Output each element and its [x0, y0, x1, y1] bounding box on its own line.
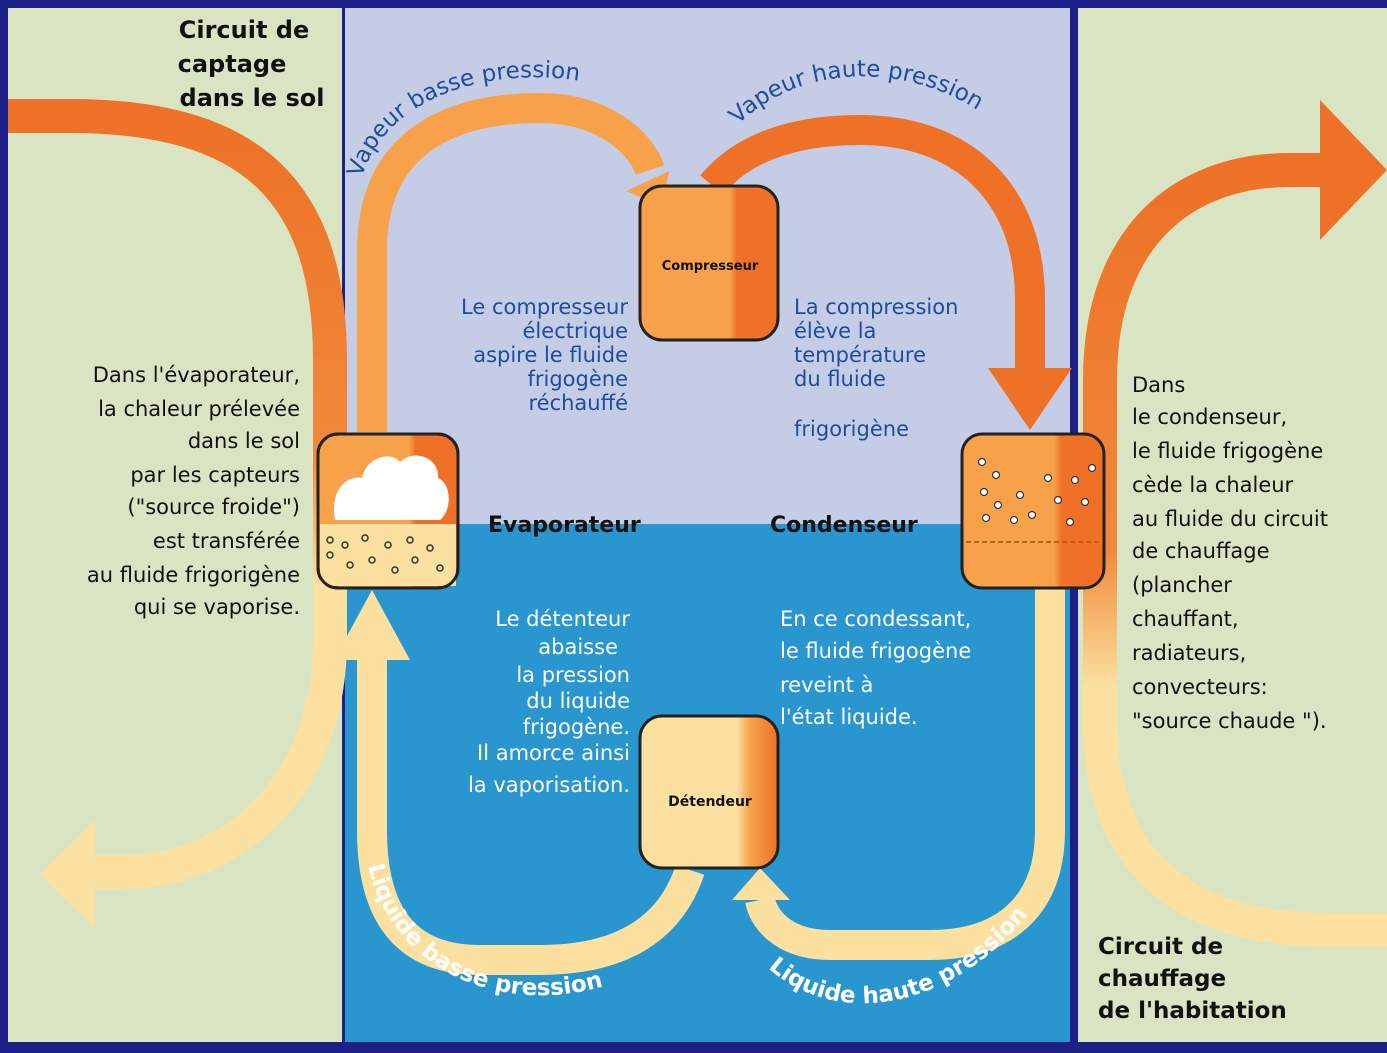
- svg-text:élève la: élève la: [794, 319, 876, 343]
- compressor-unit: Compresseur: [638, 184, 780, 342]
- svg-text:dans le sol: dans le sol: [188, 429, 300, 453]
- svg-text:le fluide frigogène: le fluide frigogène: [780, 639, 971, 663]
- svg-text:La compression: La compression: [794, 295, 958, 319]
- svg-text:électrique: électrique: [523, 319, 628, 343]
- svg-text:frigogène.: frigogène.: [523, 715, 630, 739]
- evaporator-unit: [316, 432, 460, 590]
- svg-text:le fluide frigogène: le fluide frigogène: [1132, 439, 1323, 463]
- svg-text:réchauffé: réchauffé: [528, 391, 628, 415]
- svg-text:la chaleur prélevée: la chaleur prélevée: [98, 397, 300, 421]
- svg-text:aspire le fluide: aspire le fluide: [473, 343, 628, 367]
- svg-text:convecteurs:: convecteurs:: [1132, 675, 1268, 699]
- condenser-note: En ce condessant, le fluide frigogène re…: [780, 607, 971, 729]
- svg-text:reveint à: reveint à: [780, 673, 873, 697]
- svg-text:abaisse: abaisse: [538, 635, 618, 659]
- evaporator-bubbles: [326, 534, 444, 574]
- svg-text:frigogène: frigogène: [527, 367, 628, 391]
- high-pressure-vapor-pipe: [700, 114, 1072, 430]
- ground-circuit-outlet-arrow: [40, 820, 95, 928]
- svg-text:au fluide du circuit: au fluide du circuit: [1132, 507, 1328, 531]
- evaporator-label: Evaporateur: [488, 513, 641, 538]
- evaporator-explanation: Dans l'évaporateur, la chaleur prélevée …: [87, 363, 300, 619]
- svg-text:qui se vaporise.: qui se vaporise.: [134, 595, 300, 619]
- condenser-unit: [960, 432, 1106, 590]
- svg-text:(plancher: (plancher: [1132, 573, 1232, 597]
- svg-text:cède la chaleur: cède la chaleur: [1132, 473, 1294, 497]
- condenser-explanation: Dans le condenseur, le fluide frigogène …: [1132, 373, 1328, 733]
- svg-text:par les capteurs: par les capteurs: [130, 463, 300, 487]
- svg-text:l'état liquide.: l'état liquide.: [780, 705, 918, 729]
- ground-circuit-title: Circuit de captage dans le sol: [178, 16, 325, 112]
- svg-text:Circuit de: Circuit de: [179, 16, 310, 44]
- svg-text:la vaporisation.: la vaporisation.: [468, 773, 630, 797]
- svg-text:radiateurs,: radiateurs,: [1132, 641, 1246, 665]
- compressor-note-right: La compression élève la température du f…: [794, 295, 958, 441]
- heating-circuit-pipe: [1083, 100, 1387, 947]
- ground-circuit-pipe: [8, 99, 347, 928]
- svg-text:("source froide"): ("source froide"): [127, 495, 300, 519]
- svg-text:"source chaude ").: "source chaude ").: [1132, 709, 1327, 733]
- svg-text:frigorigène: frigorigène: [794, 417, 909, 441]
- svg-text:En ce condessant,: En ce condessant,: [780, 607, 971, 631]
- heating-circuit-outlet-arrow: [1320, 100, 1387, 240]
- svg-text:Le compresseur: Le compresseur: [461, 295, 628, 319]
- svg-text:chauffant,: chauffant,: [1132, 607, 1239, 631]
- svg-text:température: température: [794, 343, 926, 367]
- condenser-droplets: [977, 457, 1097, 527]
- svg-text:Dans: Dans: [1132, 373, 1185, 397]
- svg-text:chauffage: chauffage: [1098, 966, 1226, 992]
- expander-label: Détendeur: [668, 794, 752, 810]
- condenser-label: Condenseur: [770, 513, 918, 538]
- expander-note: Le détenteur abaisse la pression du liqu…: [468, 607, 630, 797]
- svg-text:du fluide: du fluide: [794, 367, 886, 391]
- svg-text:Circuit de: Circuit de: [1098, 934, 1223, 960]
- svg-text:le condenseur,: le condenseur,: [1132, 405, 1287, 429]
- svg-text:Dans l'évaporateur,: Dans l'évaporateur,: [93, 363, 300, 387]
- compressor-note-left: Le compresseur électrique aspire le flui…: [461, 295, 628, 415]
- heating-circuit-title: Circuit de chauffage de l'habitation: [1098, 934, 1287, 1024]
- evaporation-cloud: [334, 455, 449, 520]
- svg-text:Il amorce ainsi: Il amorce ainsi: [477, 741, 630, 765]
- svg-text:de l'habitation: de l'habitation: [1098, 998, 1287, 1024]
- svg-text:au fluide frigorigène: au fluide frigorigène: [87, 563, 300, 587]
- compressor-label: Compresseur: [662, 259, 759, 274]
- svg-text:est transférée: est transférée: [153, 529, 300, 553]
- expander-unit: Détendeur: [638, 714, 780, 870]
- high-pressure-liquid-pipe: [732, 585, 1065, 960]
- svg-text:Le détenteur: Le détenteur: [495, 607, 630, 631]
- svg-text:la pression: la pression: [516, 663, 630, 687]
- svg-text:de chauffage: de chauffage: [1132, 539, 1270, 563]
- svg-text:du liquide: du liquide: [526, 689, 630, 713]
- low-pressure-liquid-pipe: [334, 590, 705, 975]
- svg-text:captage: captage: [178, 50, 287, 78]
- svg-text:dans le sol: dans le sol: [180, 84, 325, 112]
